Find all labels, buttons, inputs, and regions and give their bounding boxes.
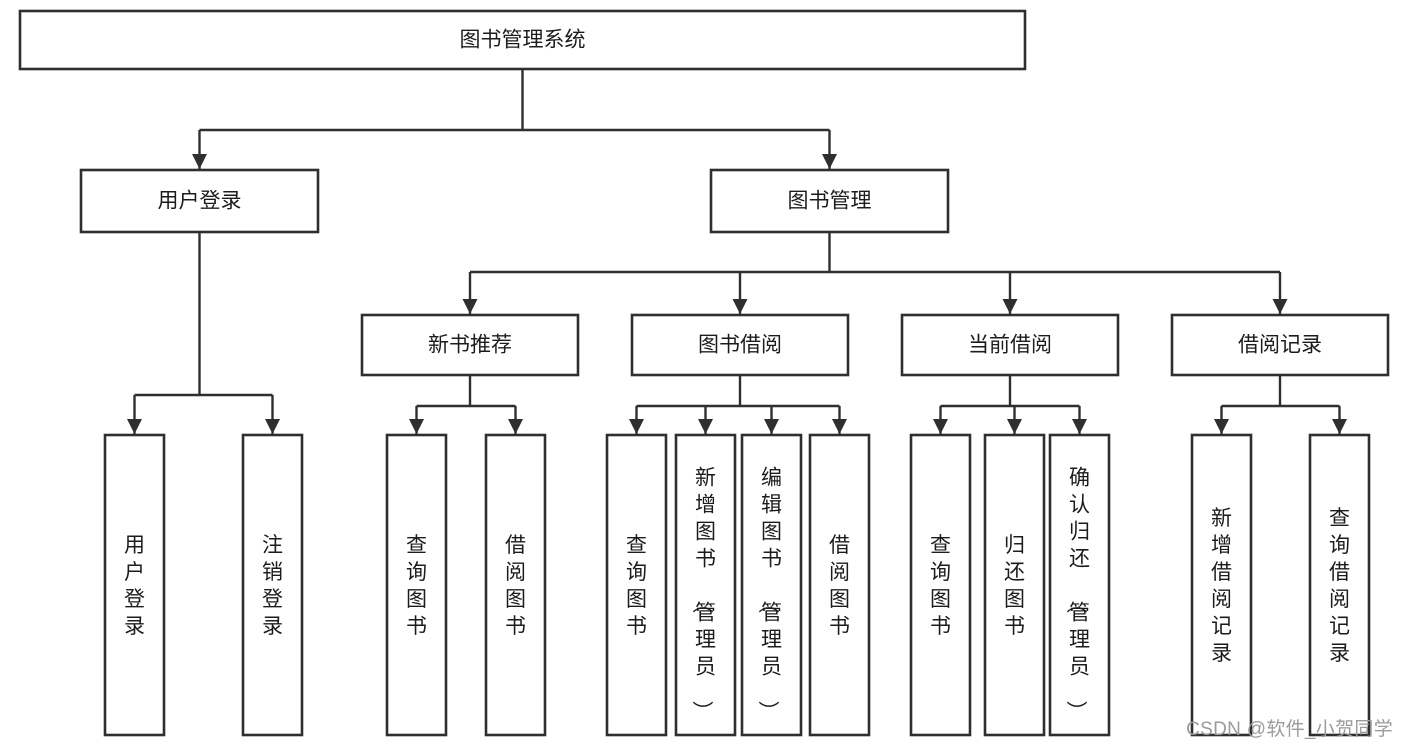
arrow-head-icon: [764, 419, 779, 434]
node-box: [484, 433, 547, 737]
node-label: 查询图书: [626, 534, 647, 638]
arrow-head-icon: [462, 299, 478, 314]
node-book-manage[interactable]: 图书管理: [709, 168, 950, 234]
node-label: 归还图书: [1004, 534, 1025, 638]
node-box: [385, 433, 448, 737]
arrow-head-icon: [508, 419, 523, 434]
node-label: 确认归还（管理员）: [1064, 467, 1090, 722]
node-box: [241, 433, 304, 737]
node-box: [1048, 433, 1111, 737]
node-leaf-return-book[interactable]: 归还图书: [983, 433, 1046, 737]
arrow-head-icon: [1002, 299, 1018, 314]
node-label: 编辑图书（管理员）: [756, 467, 782, 722]
node-box: [983, 433, 1046, 737]
arrow-head-icon: [698, 419, 713, 434]
arrow-head-icon: [822, 154, 837, 169]
arrow-head-icon: [192, 154, 207, 169]
node-leaf-edit-book[interactable]: 编辑图书（管理员）: [740, 433, 803, 737]
node-new-book-rec[interactable]: 新书推荐: [360, 313, 580, 377]
node-leaf-logout[interactable]: 注销登录: [241, 433, 304, 737]
node-label: 图书管理: [788, 190, 872, 213]
node-box: [79, 168, 320, 234]
node-label: 图书管理系统: [460, 29, 586, 52]
node-box: [630, 313, 850, 377]
node-label: 借阅图书: [505, 534, 526, 638]
arrow-head-icon: [409, 419, 424, 434]
node-label: 用户登录: [158, 190, 242, 213]
node-leaf-query-book-bb[interactable]: 查询图书: [605, 433, 668, 737]
arrow-head-icon: [1007, 419, 1022, 434]
connector-layer: [127, 69, 1347, 434]
csdn-watermark: CSDN @软件_小贺同学: [1186, 719, 1393, 740]
node-box: [709, 168, 950, 234]
node-label: 借阅记录: [1238, 334, 1322, 357]
node-leaf-confirm-return[interactable]: 确认归还（管理员）: [1048, 433, 1111, 737]
node-box: [103, 433, 166, 737]
node-label: 查询图书: [930, 534, 951, 638]
node-box: [1190, 433, 1253, 737]
arrow-head-icon: [265, 419, 280, 434]
node-label: 查询借阅记录: [1329, 507, 1350, 665]
arrow-head-icon: [629, 419, 644, 434]
arrow-head-icon: [1072, 419, 1087, 434]
node-label: 查询图书: [406, 534, 427, 638]
node-box: [605, 433, 668, 737]
node-leaf-query-book-cb[interactable]: 查询图书: [909, 433, 972, 737]
node-leaf-borrow-book-bb[interactable]: 借阅图书: [808, 433, 871, 737]
node-label: 注销登录: [262, 534, 283, 638]
node-leaf-query-record[interactable]: 查询借阅记录: [1308, 433, 1371, 737]
node-box: [674, 433, 737, 737]
arrow-head-icon: [1214, 419, 1229, 434]
node-leaf-user-login[interactable]: 用户登录: [103, 433, 166, 737]
arrow-head-icon: [933, 419, 948, 434]
node-box: [740, 433, 803, 737]
arrow-head-icon: [1272, 299, 1288, 314]
node-box: [1170, 313, 1390, 377]
node-root[interactable]: 图书管理系统: [18, 9, 1027, 71]
arrow-head-icon: [1332, 419, 1347, 434]
node-leaf-borrow-book-rec[interactable]: 借阅图书: [484, 433, 547, 737]
node-label: 用户登录: [124, 534, 145, 638]
node-leaf-add-book[interactable]: 新增图书（管理员）: [674, 433, 737, 737]
arrow-head-icon: [127, 419, 142, 434]
node-box: [909, 433, 972, 737]
node-user-login[interactable]: 用户登录: [79, 168, 320, 234]
node-label: 当前借阅: [968, 334, 1052, 357]
node-label: 新书推荐: [428, 334, 512, 357]
node-book-borrow[interactable]: 图书借阅: [630, 313, 850, 377]
node-box: [1308, 433, 1371, 737]
node-current-borrow[interactable]: 当前借阅: [900, 313, 1120, 377]
node-leaf-query-book-rec[interactable]: 查询图书: [385, 433, 448, 737]
node-box: [900, 313, 1120, 377]
node-layer: 图书管理系统用户登录图书管理新书推荐图书借阅当前借阅借阅记录用户登录注销登录查询…: [18, 9, 1390, 737]
node-label: 新增图书（管理员）: [690, 467, 716, 722]
node-box: [18, 9, 1027, 71]
node-borrow-record[interactable]: 借阅记录: [1170, 313, 1390, 377]
node-box: [360, 313, 580, 377]
arrow-head-icon: [732, 299, 748, 314]
arrow-head-icon: [832, 419, 847, 434]
node-label: 新增借阅记录: [1211, 507, 1232, 665]
node-label: 借阅图书: [829, 534, 850, 638]
node-box: [808, 433, 871, 737]
node-label: 图书借阅: [698, 334, 782, 357]
node-leaf-add-record[interactable]: 新增借阅记录: [1190, 433, 1253, 737]
